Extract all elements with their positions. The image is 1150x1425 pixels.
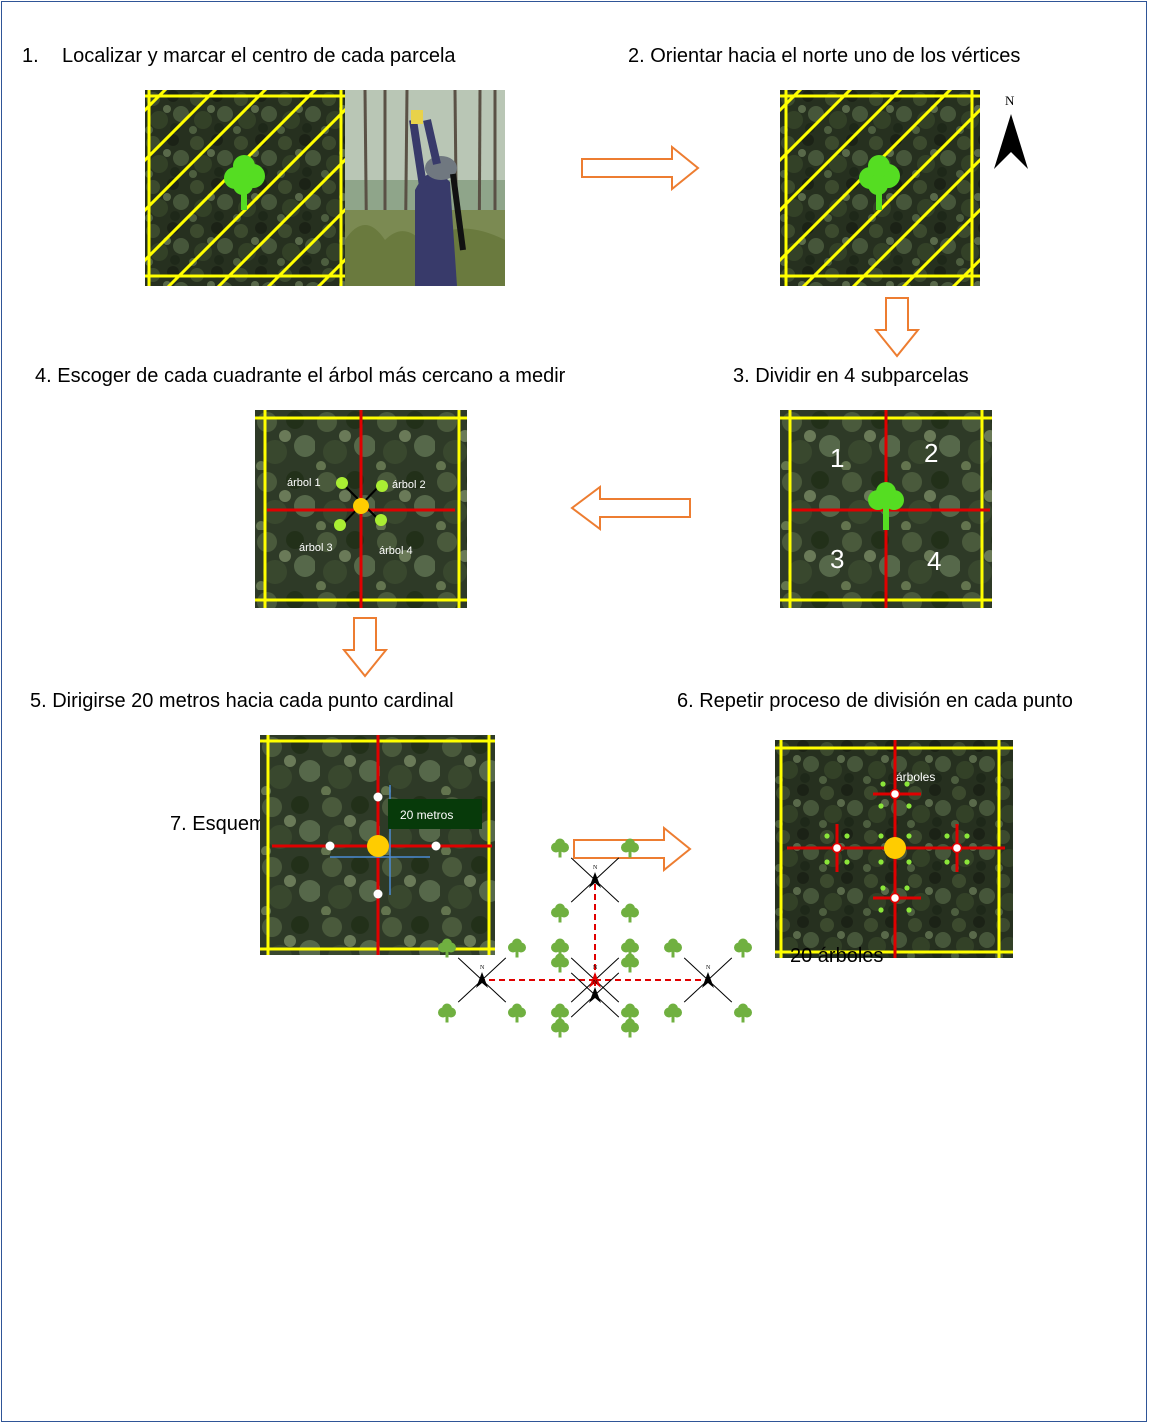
tree-icon [625, 903, 635, 914]
tree-trunk [558, 964, 562, 973]
tree-icon [555, 1018, 565, 1029]
quadrant-2-label: 2 [924, 438, 939, 468]
tree-trunk [558, 849, 562, 858]
compass-arrow-icon [589, 972, 601, 988]
final-scheme-diagram: N N N N N [420, 820, 780, 1045]
step-1-label: Localizar y marcar el centro de cada par… [62, 45, 456, 67]
step-1-number: 1. [22, 45, 39, 67]
arrow-right-icon [580, 144, 700, 196]
step-6-label: 6. Repetir proceso de división en cada p… [677, 690, 1073, 712]
tree-icon [555, 938, 565, 949]
compass-arrow-icon [589, 987, 601, 1003]
quadrant-3-label: 3 [830, 544, 845, 574]
tree-line [707, 957, 733, 981]
arrow-down-icon [341, 616, 389, 683]
tree-trunk [515, 1014, 519, 1023]
tree-trunk [741, 1014, 745, 1023]
tree-icon [555, 838, 565, 849]
tree-trunk [741, 949, 745, 958]
tree-line [683, 957, 709, 981]
tree-icon [442, 938, 452, 949]
tree-line [594, 857, 620, 881]
tree-icon [738, 938, 748, 949]
quadrant-1-label: 1 [830, 443, 845, 473]
tree-trunk [671, 949, 675, 958]
tree-icon [625, 1003, 635, 1014]
tree-trunk [628, 1029, 632, 1038]
plot-cardinal-image [260, 735, 495, 955]
tree-1-label: árbol 1 [287, 477, 321, 489]
tree-line [481, 957, 507, 981]
tree-line [570, 957, 596, 981]
tree-4-label: árbol 4 [379, 545, 413, 557]
north-arrow-icon [993, 114, 1029, 175]
tree-2-label: árbol 2 [392, 479, 426, 491]
tree-icon [668, 1003, 678, 1014]
compass-arrow-icon [702, 972, 714, 988]
compass-letter: N [593, 865, 598, 871]
plot-quadrant-trees-image [255, 410, 467, 608]
tree-line [594, 957, 620, 981]
step-4-label: 4. Escoger de cada cuadrante el árbol má… [35, 365, 566, 387]
compass-arrow-icon [589, 872, 601, 888]
tree-icon [625, 1018, 635, 1029]
tree-icon [668, 938, 678, 949]
tree-icon [512, 1003, 522, 1014]
step-3-label: 3. Dividir en 4 subparcelas [733, 365, 969, 387]
tree-trunk [445, 949, 449, 958]
tree-icon [625, 838, 635, 849]
tree-3-label: árbol 3 [299, 542, 333, 554]
north-label: N [1005, 93, 1015, 108]
trees-label: árboles [896, 770, 936, 784]
tree-icon [625, 953, 635, 964]
tree-trunk [671, 1014, 675, 1023]
tree-trunk [628, 849, 632, 858]
compass-letter: N [706, 965, 711, 971]
step-5-label: 5. Dirigirse 20 metros hacia cada punto … [30, 690, 454, 712]
field-photo [345, 90, 505, 286]
tree-icon [224, 155, 265, 210]
tree-icon [442, 1003, 452, 1014]
tree-icon [512, 938, 522, 949]
quadrant-4-label: 4 [927, 546, 942, 576]
tree-trunk [445, 1014, 449, 1023]
step-2-label: 2. Orientar hacia el norte uno de los vé… [628, 45, 1021, 67]
plot-hatched-image-2 [780, 90, 980, 286]
tree-trunk [515, 949, 519, 958]
tree-line [594, 972, 620, 996]
tree-line [570, 972, 596, 996]
plot-divided-image [780, 410, 992, 608]
total-trees-label: 20 árboles [790, 945, 884, 967]
compass-letter: N [480, 965, 485, 971]
distance-label: 20 metros [400, 808, 454, 822]
compass-arrow-icon [476, 972, 488, 988]
tree-icon [555, 953, 565, 964]
plot-repeated-division-image [775, 740, 1013, 958]
tree-trunk [558, 1029, 562, 1038]
compass-letter: N [593, 965, 598, 971]
plot-hatched-image-1 [145, 90, 345, 286]
tree-trunk [628, 914, 632, 923]
compass-letter: N [593, 980, 598, 986]
tree-icon [738, 1003, 748, 1014]
arrow-left-icon [570, 485, 692, 536]
tree-icon [555, 903, 565, 914]
tree-icon [555, 1003, 565, 1014]
tree-line [570, 857, 596, 881]
arrow-down-icon [873, 296, 921, 363]
tree-icon [625, 938, 635, 949]
tree-line [457, 957, 483, 981]
tree-trunk [558, 914, 562, 923]
tree-trunk [628, 964, 632, 973]
